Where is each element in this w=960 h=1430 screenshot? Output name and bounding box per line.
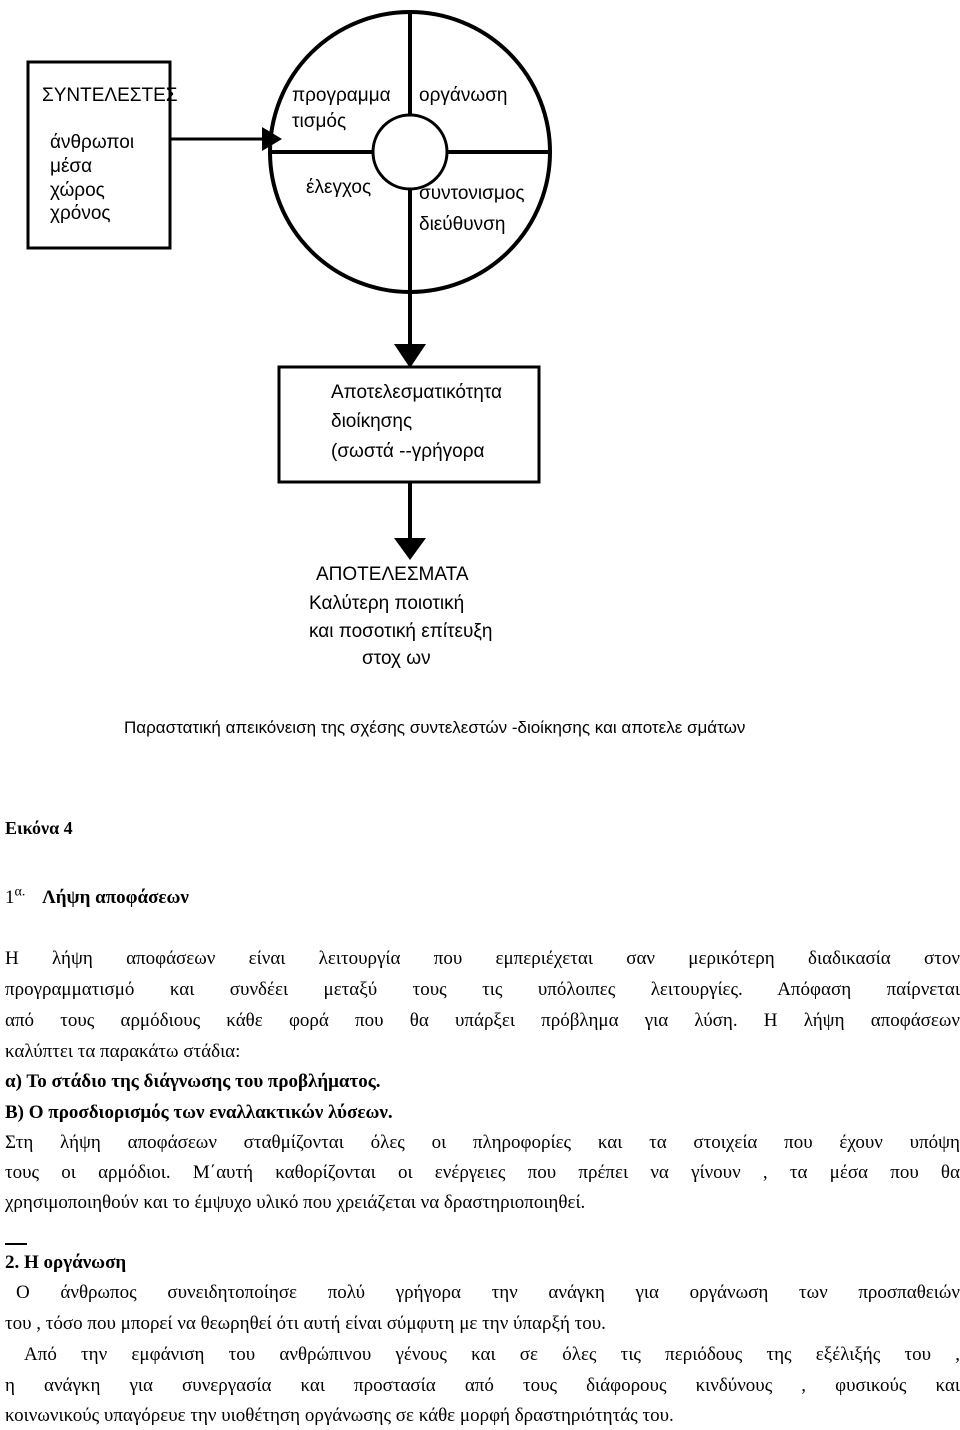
wheel-label-direction: διεύθυνση	[419, 214, 506, 235]
section1-number: 1	[5, 887, 15, 908]
section1-p2-line: Στη λήψη αποφάσεων σταθμίζονται όλες οι …	[5, 1132, 960, 1153]
factor-item: άνθρωποι	[50, 132, 135, 153]
section1-title: Λήψη αποφάσεων	[42, 887, 189, 908]
figure-label: Εικόνα 4	[5, 818, 73, 838]
section1-p2-line: χρησιμοποιηθούν και το έμψυχο υλικό που …	[5, 1192, 586, 1213]
factor-item: χώρος	[50, 180, 105, 201]
results-line: Καλύτερη ποιοτική	[309, 593, 465, 614]
wheel-label-organization: οργάνωση	[419, 85, 508, 106]
diagram-graphics	[26, 10, 552, 560]
section2-p2-line: η ανάγκη για συνεργασία και προστασία απ…	[5, 1375, 960, 1396]
factors-box	[26, 60, 172, 250]
results-title: ΑΠΟΤΕΛΕΣΜΑΤΑ	[316, 564, 469, 585]
section1-p2-line: τους οι αρμόδιοι. Μ΄αυτή καθορίζονται οι…	[5, 1162, 960, 1183]
section2-p2-line: κοινωνικούς υπαγόρευε την υιοθέτηση οργά…	[5, 1405, 674, 1426]
section2-number-underline	[5, 1243, 27, 1245]
section1-p1-line: καλύπτει τα παρακάτω στάδια:	[5, 1041, 241, 1062]
section1-p1-line: από τους αρμόδιους κάθε φορά που θα υπάρ…	[5, 1010, 960, 1031]
results-line: και ποσοτική επίτευξη	[309, 621, 493, 642]
wheel-label-control: έλεγχος	[306, 177, 372, 198]
results-line: στοχ ων	[362, 648, 431, 669]
section2-p1-line: του , τόσο που μπορεί να θεωρηθεί ότι αυ…	[5, 1313, 606, 1334]
section1-number-sup: α.	[14, 884, 26, 900]
management-diagram: ΣΥΝΤΕΛΕΣΤΕΣ άνθρωποι μέσα χώρος χρόνος π…	[26, 10, 746, 737]
effectiveness-arrow-head	[394, 538, 426, 560]
effectiveness-line: (σωστά --γρήγορα	[331, 441, 485, 462]
factors-title: ΣΥΝΤΕΛΕΣΤΕΣ	[42, 85, 178, 106]
stage-b: Β) Ο προσδιορισμός των εναλλακτικών λύσε…	[5, 1102, 393, 1123]
section1-p1-line: Η λήψη αποφάσεων είναι λειτουργία που εμ…	[5, 948, 960, 969]
wheel-inner	[371, 113, 449, 191]
section2-heading: 2. Η οργάνωση	[5, 1252, 127, 1273]
wheel-arrow-head	[394, 344, 426, 368]
wheel-label-coordination: συντονισμος	[419, 183, 525, 204]
effectiveness-line: διοίκησης	[331, 411, 413, 432]
factor-item: χρόνος	[50, 203, 111, 224]
factor-item: μέσα	[50, 156, 93, 177]
wheel-label-planning: προγραμμα	[292, 85, 391, 106]
section1-heading: 1α. Λήψη αποφάσεων	[5, 884, 189, 911]
wheel-label-planning-cont: τισμός	[292, 111, 347, 132]
effectiveness-line: Αποτελεσματικότητα	[331, 382, 502, 403]
stage-a: α) Το στάδιο της διάγνωσης του προβλήματ…	[5, 1071, 381, 1092]
section2-p2-line: Από την εμφάνιση του ανθρώπινου γένους κ…	[24, 1344, 960, 1365]
diagram-caption: Παραστατική απεικόνειση της σχέσης συντε…	[124, 718, 746, 737]
section1-p1-line: προγραμματισμό και συνδέει μεταξύ τους τ…	[5, 979, 960, 1000]
section2-p1-line: Ο άνθρωπος συνειδητοποίησε πολύ γρήγορα …	[16, 1282, 960, 1303]
